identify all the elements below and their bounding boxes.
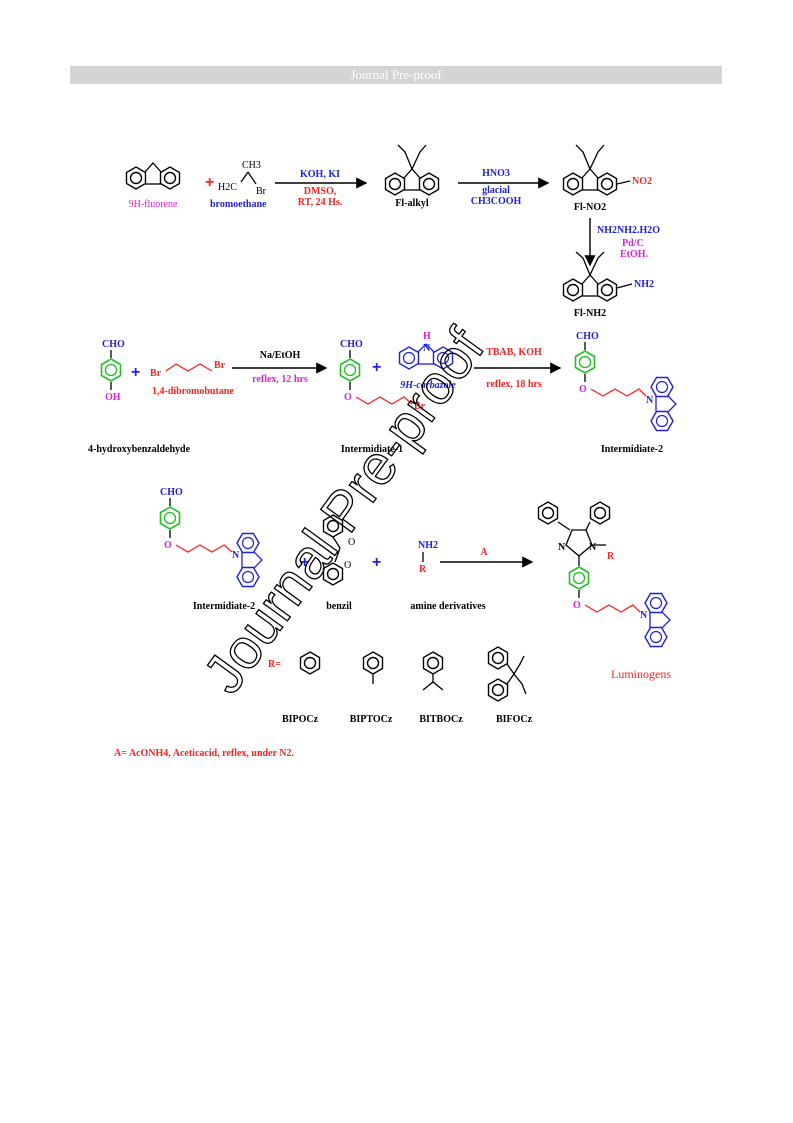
int2-label: Intermidiate-2: [601, 444, 663, 455]
imid-r: R: [607, 551, 615, 562]
luminogen-chain: [584, 604, 641, 613]
carbazole-n: N: [423, 343, 431, 354]
imid-n2: N: [589, 542, 597, 553]
dibromobutane-label: 1,4-dibromobutane: [152, 386, 234, 397]
reagent-glacial: glacial: [482, 185, 510, 196]
reagent-ch3cooh: CH3COOH: [471, 196, 522, 207]
reagent-pdc: Pd/C: [622, 238, 644, 249]
int2-chain: [590, 388, 647, 397]
step3-chain: [175, 544, 233, 553]
benzil-o2: O: [344, 560, 351, 571]
step3-oxygen: O: [164, 540, 172, 551]
fl-alkyl-structure: [386, 144, 439, 195]
luminogen-phenyl: [568, 566, 590, 590]
label-bitbocz: BITBOCz: [419, 714, 463, 725]
br-left: Br: [150, 368, 162, 379]
journal-banner: Journal Pre-proof: [70, 66, 722, 84]
luminogens-label: Luminogens: [611, 667, 671, 681]
int1-oxygen: O: [344, 392, 352, 403]
dibromobutane-chain: [165, 363, 213, 372]
reagent-tbab: TBAB, KOH: [486, 347, 542, 358]
fluorene-structure: [127, 163, 180, 189]
imid-n1: N: [558, 542, 566, 553]
step3-int2-ring: [159, 506, 181, 530]
carbazole-label: 9H-carbazole: [400, 380, 456, 391]
bromoethane-structure: [240, 171, 257, 185]
benzil-label: benzil: [326, 601, 352, 612]
cho-label-step3: CHO: [160, 487, 183, 498]
fl-nh2-label: Fl-NH2: [574, 308, 606, 319]
int1-label: Intermidiate-1: [341, 444, 403, 455]
plus-3: +: [372, 359, 381, 376]
ch3-label: CH3: [242, 160, 261, 171]
plus-1: +: [205, 174, 214, 191]
luminogen-structure: [537, 501, 611, 566]
substituent-tbutylphenyl: [422, 651, 444, 691]
step3-carbazole: [236, 532, 263, 588]
reagent-reflex-18: reflex, 18 hrs: [486, 379, 542, 390]
int2-n: N: [646, 395, 654, 406]
cho-label-1: CHO: [102, 339, 125, 350]
fl-nh2-structure: [564, 251, 633, 301]
bromoethane-label: bromoethane: [210, 199, 267, 210]
step3-int2-label: Intermidiate-2: [193, 601, 255, 612]
br-right: Br: [214, 360, 226, 371]
arrow-label-a: A: [480, 547, 488, 558]
luminogen-carbazole: [644, 592, 671, 648]
int2-carbazole: [650, 376, 677, 432]
hydroxybenzaldehyde-ring: [100, 358, 122, 382]
amine-nh2: NH2: [418, 540, 438, 551]
h2c-label: H2C: [218, 182, 237, 193]
substituent-phenyl: [299, 651, 321, 675]
reagent-dmso: DMSO,: [304, 186, 337, 197]
carbazole-h: H: [423, 331, 431, 342]
reagent-hydrazine: NH2NH2.H2O: [597, 225, 660, 236]
reagent-naetoh: Na/EtOH: [260, 350, 301, 361]
amine-label: amine derivatives: [410, 601, 485, 612]
label-bipocz: BIPOCz: [282, 714, 319, 725]
no2-group: NO2: [632, 176, 652, 187]
reagent-koh-ki: KOH, KI: [300, 169, 340, 180]
label-biptocz: BIPTOCz: [350, 714, 393, 725]
reagent-reflex-12: reflex, 12 hrs: [252, 374, 308, 385]
int1-chain: [355, 396, 413, 405]
oh-label: OH: [105, 392, 121, 403]
int2-ring: [574, 350, 596, 374]
fl-alkyl-label: Fl-alkyl: [395, 198, 429, 209]
br-label: Br: [256, 186, 267, 197]
r-equals: R=: [268, 659, 281, 670]
footnote: A= AcONH4, Aceticacid, reflex, under N2.: [114, 748, 295, 759]
plus-5: +: [372, 554, 381, 571]
int1-br: Br: [414, 401, 426, 412]
amine-r: R: [419, 564, 427, 575]
label-bifocz: BIFOCz: [496, 714, 533, 725]
benzil-structure: [322, 514, 344, 586]
reagent-rt: RT, 24 Hs.: [298, 197, 343, 208]
int1-ring: [339, 358, 361, 382]
luminogen-n: N: [640, 610, 648, 621]
substituent-tolyl: [362, 651, 384, 684]
fl-no2-label: Fl-NO2: [574, 202, 606, 213]
plus-4: +: [300, 554, 309, 571]
fl-no2-structure: [564, 144, 631, 195]
plus-2: +: [131, 364, 140, 381]
reagent-hno3: HNO3: [482, 168, 510, 179]
hydroxybenzaldehyde-label: 4-hydroxybenzaldehyde: [88, 444, 191, 455]
step3-n: N: [232, 550, 240, 561]
substituent-fluorenyl: [487, 646, 527, 702]
fluorene-label: 9H-fluorene: [129, 199, 178, 210]
cho-label-int1: CHO: [340, 339, 363, 350]
int2-oxygen: O: [579, 384, 587, 395]
benzil-o1: O: [348, 537, 355, 548]
reagent-etoh: EtOH.: [620, 249, 649, 260]
nh2-group: NH2: [634, 279, 654, 290]
cho-label-int2: CHO: [576, 331, 599, 342]
luminogen-oxygen: O: [573, 600, 581, 611]
